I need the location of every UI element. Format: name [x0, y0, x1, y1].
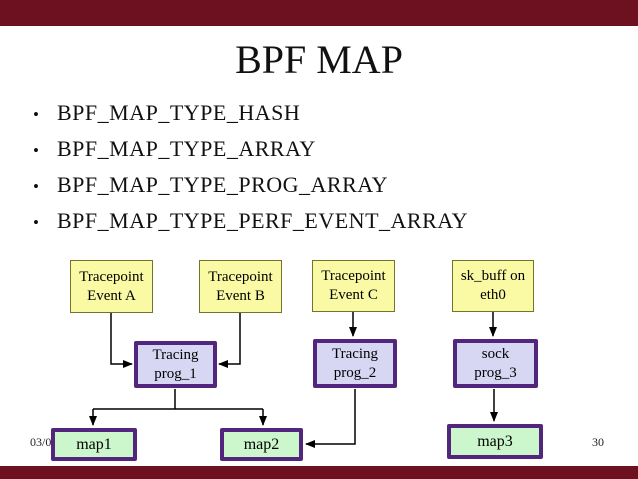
bullet-text: BPF_MAP_TYPE_HASH: [57, 100, 301, 125]
map-box-label: map2: [243, 436, 280, 453]
bottom-decor-bar: [0, 466, 638, 479]
map-box-label: map1: [76, 436, 112, 453]
bullet-text: BPF_MAP_TYPE_PERF_EVENT_ARRAY: [57, 208, 468, 233]
arrow-eventA-to-prog1: [110, 313, 133, 368]
bullet-item: • BPF_MAP_TYPE_ARRAY: [33, 136, 316, 164]
event-box-label: Tracepoint Event A: [79, 268, 144, 304]
event-box-tracepoint-b: Tracepoint Event B: [199, 260, 282, 313]
bullet-icon: •: [33, 177, 40, 196]
program-box-label: sock prog_3: [474, 345, 517, 381]
page-number: 30: [592, 435, 604, 449]
event-box-tracepoint-c: Tracepoint Event C: [312, 260, 395, 312]
bullet-icon: •: [33, 213, 40, 232]
event-box-label: Tracepoint Event B: [208, 268, 273, 304]
program-box-label: Tracing prog_1: [152, 346, 199, 382]
event-box-label: sk_buff on eth0: [460, 268, 526, 303]
program-box-tracing-prog1: Tracing prog_1: [134, 341, 217, 388]
map-box-map3: map3: [447, 424, 543, 459]
page-title: BPF MAP: [235, 37, 403, 82]
map-box-map1: map1: [51, 428, 137, 461]
program-box-sock-prog3: sock prog_3: [453, 339, 538, 388]
bullet-item: • BPF_MAP_TYPE_PERF_EVENT_ARRAY: [33, 208, 468, 236]
event-box-tracepoint-a: Tracepoint Event A: [70, 260, 153, 313]
program-box-label: Tracing prog_2: [331, 345, 379, 381]
arrow-eventB-to-prog1: [218, 313, 241, 368]
program-box-tracing-prog2: Tracing prog_2: [313, 339, 397, 388]
footer-date: 03/0: [30, 435, 52, 449]
event-box-skbuff-eth0: sk_buff on eth0: [452, 260, 534, 312]
bullet-text: BPF_MAP_TYPE_PROG_ARRAY: [57, 172, 389, 197]
bullet-icon: •: [33, 141, 40, 160]
arrow-prog2-to-map2: [305, 389, 356, 448]
map-box-label: map3: [477, 433, 513, 450]
bullet-text: BPF_MAP_TYPE_ARRAY: [57, 136, 316, 161]
top-decor-bar: [0, 0, 638, 26]
bullet-icon: •: [33, 105, 40, 124]
event-box-label: Tracepoint Event C: [321, 268, 386, 303]
bullet-item: • BPF_MAP_TYPE_HASH: [33, 100, 300, 128]
bullet-item: • BPF_MAP_TYPE_PROG_ARRAY: [33, 172, 388, 200]
map-box-map2: map2: [220, 428, 303, 461]
